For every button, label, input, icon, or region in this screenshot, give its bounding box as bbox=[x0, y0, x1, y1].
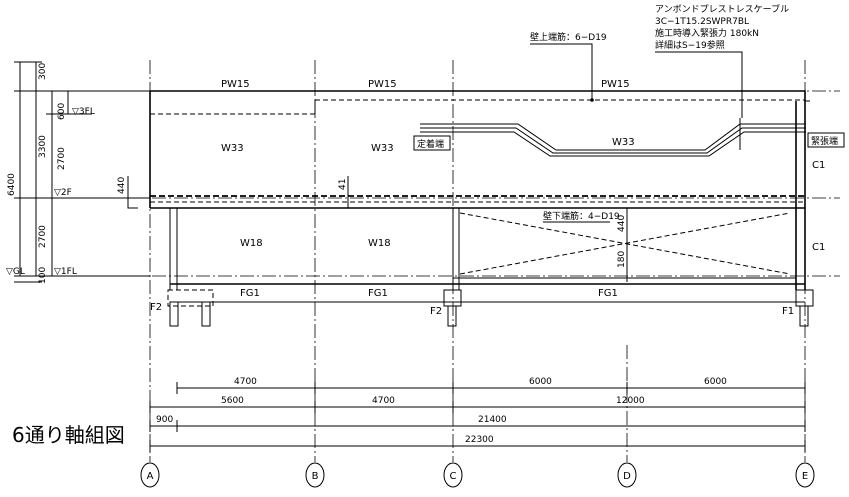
footing-label-f1-e: F1 bbox=[782, 306, 794, 317]
fixed-anchor-label: 定着端 bbox=[417, 138, 444, 150]
level-label-gl: ▽GL bbox=[6, 267, 25, 277]
member-fg1-ab: FG1 bbox=[240, 288, 260, 299]
level-label-3fl: ▽3FL bbox=[72, 107, 95, 117]
tension-anchor-box bbox=[807, 132, 845, 148]
member-pw15-ab: PW15 bbox=[221, 79, 250, 90]
footing-f2-c bbox=[443, 289, 462, 327]
wall-outline bbox=[149, 90, 812, 303]
dim-12000: 12000 bbox=[616, 396, 645, 406]
dim-100: 100 bbox=[38, 267, 48, 284]
cable-line-1 bbox=[420, 123, 806, 151]
member-w33-bc: W33 bbox=[371, 143, 394, 154]
dim-21400: 21400 bbox=[478, 415, 507, 425]
wall-top-edge bbox=[150, 90, 806, 101]
grid-bubbles: A B C D E bbox=[140, 462, 815, 488]
cable-note-line3: 施工時導入緊張力 180kN bbox=[655, 27, 759, 39]
grid-label-c: C bbox=[450, 471, 457, 482]
dim-440-left: 440 bbox=[117, 177, 127, 194]
grid-bubble-c bbox=[443, 462, 463, 488]
level-labels: ▽3FL ▽2F ▽GL ▽1FL bbox=[6, 107, 95, 277]
dim-600: 600 bbox=[57, 103, 67, 120]
drawing-title: 6通り軸組図 bbox=[12, 423, 125, 447]
grid-bubble-e bbox=[795, 462, 815, 488]
dim-4700-r2: 4700 bbox=[372, 396, 395, 406]
dim-4700-r1: 4700 bbox=[234, 377, 257, 387]
vertical-dimensions: 300 3300 6400 600 2700 2700 100 440 41 4… bbox=[7, 61, 628, 284]
grid-lines bbox=[149, 60, 806, 462]
cable-note-line1: アンボンドプレストレスケーブル bbox=[655, 3, 789, 15]
member-fg1-bc: FG1 bbox=[368, 288, 388, 299]
footing-label-f2-c: F2 bbox=[430, 306, 442, 317]
grid-bubble-a bbox=[140, 462, 160, 488]
dim-3300: 3300 bbox=[38, 135, 48, 158]
member-c1-upper: C1 bbox=[812, 160, 825, 171]
grid-bubble-d bbox=[617, 462, 637, 488]
upper-rebar-label: 壁上端筋：6−D19 bbox=[530, 31, 607, 43]
fixed-anchor-box bbox=[413, 135, 451, 151]
grid-label-a: A bbox=[147, 471, 154, 482]
dim-2700-upper: 2700 bbox=[57, 147, 67, 170]
upper-rebar-leader bbox=[530, 43, 593, 100]
cable-note-line2: 3C−1T15.2SWPR7BL bbox=[655, 17, 749, 27]
cable-note-line4: 詳細はS−19参照 bbox=[655, 39, 725, 51]
member-labels: PW15 PW15 PW15 W33 W33 W33 W18 W18 FG1 F… bbox=[150, 79, 825, 317]
grid-label-e: E bbox=[802, 471, 808, 482]
grid-label-d: D bbox=[623, 471, 631, 482]
level-label-2f: ▽2F bbox=[54, 188, 72, 198]
dim-300: 300 bbox=[38, 63, 48, 80]
dim-6000-cd: 6000 bbox=[529, 377, 552, 387]
dim-5600: 5600 bbox=[221, 396, 244, 406]
cable-annotation: アンボンドプレストレスケーブル 3C−1T15.2SWPR7BL 施工時導入緊張… bbox=[530, 3, 789, 223]
tension-anchor-label: 緊張端 bbox=[811, 135, 838, 147]
dim-41: 41 bbox=[338, 179, 348, 190]
lower-rebar-label: 壁下端筋：4−D19 bbox=[543, 210, 620, 222]
grid-bubble-b bbox=[305, 462, 325, 488]
grid-label-b: B bbox=[312, 471, 319, 482]
footing-f1-e bbox=[795, 289, 814, 327]
dim-6400: 6400 bbox=[7, 173, 17, 196]
member-w33-ab: W33 bbox=[221, 143, 244, 154]
footings bbox=[167, 289, 814, 327]
member-w18-bc: W18 bbox=[368, 238, 391, 249]
member-w33-ce: W33 bbox=[612, 137, 635, 148]
dim-180: 180 bbox=[617, 251, 627, 268]
member-pw15-bc: PW15 bbox=[368, 79, 397, 90]
dim-6000-de: 6000 bbox=[704, 377, 727, 387]
horizontal-dimensions: 4700 6000 6000 5600 4700 12000 900 21400… bbox=[149, 377, 806, 452]
dim-900: 900 bbox=[156, 415, 173, 425]
dim-440-left-bracket bbox=[127, 176, 138, 209]
member-w18-ab: W18 bbox=[240, 238, 263, 249]
level-label-1fl: ▽1FL bbox=[54, 267, 77, 277]
dim-22300: 22300 bbox=[465, 435, 494, 445]
cable-note-leader bbox=[655, 51, 743, 118]
cable-line-3 bbox=[420, 131, 806, 157]
upper-rebar-dot bbox=[590, 98, 594, 102]
footing-f2-a bbox=[167, 289, 214, 327]
anchor-boxes: 定着端 緊張端 bbox=[413, 132, 845, 151]
pc-cable bbox=[420, 118, 806, 157]
member-fg1-ce: FG1 bbox=[598, 288, 618, 299]
dim-440-mid: 440 bbox=[617, 215, 627, 232]
dim-2700-lower: 2700 bbox=[38, 225, 48, 248]
member-c1-lower: C1 bbox=[812, 242, 825, 253]
cable-line-2 bbox=[420, 127, 806, 154]
level-lines bbox=[20, 90, 840, 277]
member-pw15-ce: PW15 bbox=[601, 79, 630, 90]
footing-label-f2-a: F2 bbox=[150, 302, 162, 313]
